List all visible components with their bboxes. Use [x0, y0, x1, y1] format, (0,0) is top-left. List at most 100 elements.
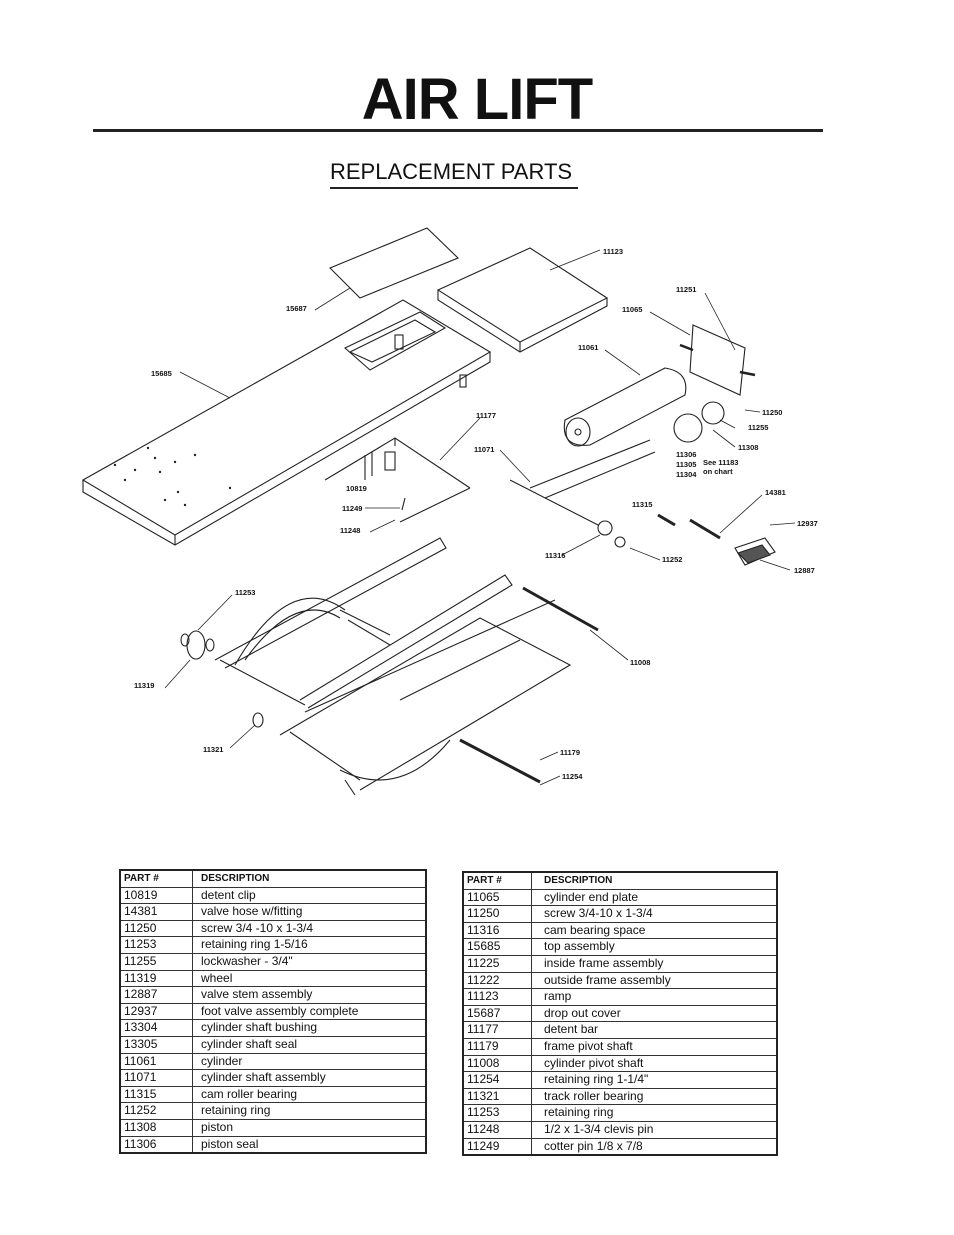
page-subtitle: REPLACEMENT PARTS [330, 159, 579, 189]
description-cell: valve stem assembly [201, 987, 313, 1002]
exploded-parts-diagram: 11123 15687 11251 11065 15685 11061 1125… [81, 227, 818, 796]
ramp-part [436, 247, 609, 353]
description-cell: cylinder end plate [544, 889, 639, 904]
foot-valve-part [734, 537, 776, 566]
callout-label: 10819 [346, 484, 367, 493]
callout-label: 11255 [748, 423, 768, 432]
description-cell: detent clip [201, 887, 256, 902]
callout-label: 11251 [676, 285, 696, 294]
detent-bar-part [324, 437, 471, 523]
callout-label: 11250 [762, 408, 782, 417]
part-number-cell: 11123 [464, 989, 532, 1005]
part-number-cell: 11321 [464, 1088, 532, 1105]
piston-part [701, 401, 725, 425]
description-cell: wheel [201, 970, 233, 985]
callout-label: 11179 [560, 748, 580, 757]
callout-label: 11304 [676, 470, 697, 479]
part-number-cell: 13305 [121, 1036, 193, 1053]
part-number-cell: 11254 [464, 1072, 532, 1088]
part-number-cell: 11071 [121, 1070, 193, 1086]
cylinder-end-plate-part [679, 324, 756, 396]
part-number-cell: 11179 [464, 1038, 532, 1055]
description-cell: retaining ring [544, 1105, 614, 1120]
table-header-row: PART # DESCRIPTION [464, 873, 776, 890]
wheel-part [180, 630, 215, 660]
part-number-cell: 11253 [121, 937, 193, 953]
description-cell: top assembly [544, 939, 615, 954]
part-number-header: PART # [464, 873, 532, 889]
part-number-cell: 11250 [464, 906, 532, 922]
description-cell: 1/2 x 1-3/4 clevis pin [544, 1121, 654, 1136]
callout-label: 11008 [630, 658, 650, 667]
clevis-pin-part [401, 497, 406, 511]
valve-hose-part [689, 518, 721, 540]
description-cell: foot valve assembly complete [201, 1003, 359, 1018]
part-number-cell: 11061 [121, 1053, 193, 1070]
table-row: 11321 track roller bearing [464, 1088, 776, 1106]
description-cell: cylinder shaft assembly [201, 1070, 326, 1085]
table-row: 13305 cylinder shaft seal [121, 1036, 425, 1054]
callout-label: 14381 [765, 488, 786, 497]
callout-label: 11308 [738, 443, 758, 452]
drop-out-cover-part [329, 227, 459, 299]
description-cell: track roller bearing [544, 1088, 644, 1103]
description-cell: screw 3/4 -10 x 1-3/4 [201, 920, 314, 935]
callout-label: 11305 [676, 460, 696, 469]
table-row: 11222 outside frame assembly [464, 972, 776, 990]
page-title: AIR LIFT [361, 67, 593, 132]
description-cell: cylinder pivot shaft [544, 1055, 644, 1070]
callout-label: 15685 [151, 369, 172, 378]
part-number-cell: 12887 [121, 987, 193, 1003]
part-number-cell: 11249 [464, 1138, 532, 1155]
description-cell: piston [201, 1119, 234, 1134]
part-number-cell: 11177 [464, 1022, 532, 1038]
callout-label: 11321 [203, 745, 223, 754]
frame-pivot-shaft-part [459, 738, 541, 784]
callout-label: 11254 [562, 772, 583, 781]
part-number-cell: 10819 [121, 887, 193, 904]
part-number-cell: 11252 [121, 1103, 193, 1119]
table-row: 11319 wheel [121, 970, 425, 988]
cam-roller-part [597, 520, 613, 536]
callout-label: 11123 [603, 247, 623, 256]
table-row: 11250 screw 3/4-10 x 1-3/4 [464, 906, 776, 923]
table-row: 11071 cylinder shaft assembly [121, 1070, 425, 1087]
callout-label: 11253 [235, 588, 255, 597]
cylinder-pivot-shaft-part [522, 586, 599, 632]
part-number-cell: 15685 [464, 939, 532, 955]
description-cell: cam bearing space [544, 922, 646, 937]
part-number-cell: 11222 [464, 972, 532, 989]
part-number-cell: 14381 [121, 904, 193, 920]
part-number-cell: 11248 [464, 1121, 532, 1138]
callout-label: on chart [703, 467, 733, 476]
description-cell: outside frame assembly [544, 972, 671, 987]
description-cell: ramp [544, 989, 572, 1004]
cylinder-shaft-part [509, 439, 656, 526]
piston-seal-part [673, 413, 703, 443]
table-row: 11308 piston [121, 1119, 425, 1137]
part-number-cell: 11225 [464, 955, 532, 972]
part-number-cell: 11308 [121, 1119, 193, 1136]
part-number-cell: 11306 [121, 1136, 193, 1153]
part-number-cell: 15687 [464, 1005, 532, 1022]
callout-label: 11306 [676, 450, 696, 459]
part-number-cell: 11319 [121, 970, 193, 987]
description-cell: cylinder shaft seal [201, 1036, 298, 1051]
description-cell: screw 3/4-10 x 1-3/4 [544, 906, 653, 921]
callout-label: 11248 [340, 526, 360, 535]
part-number-header: PART # [121, 871, 193, 887]
callout-label: 11249 [342, 504, 362, 513]
title-rule [93, 129, 823, 132]
callout-label: 11315 [632, 500, 652, 509]
